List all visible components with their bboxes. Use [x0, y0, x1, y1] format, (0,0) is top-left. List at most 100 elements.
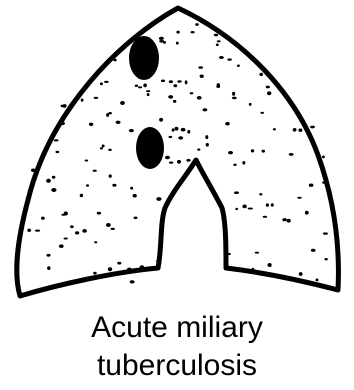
miliary-dot — [197, 96, 202, 100]
miliary-dot — [268, 263, 272, 267]
miliary-dot — [169, 136, 173, 138]
miliary-dot — [102, 145, 105, 148]
cavity-lesion-upper — [129, 36, 159, 80]
miliary-dot — [266, 203, 269, 206]
miliary-dot — [177, 160, 181, 164]
miliary-dot — [178, 136, 183, 139]
miliary-dot — [117, 262, 121, 265]
miliary-dot — [56, 151, 60, 153]
miliary-dot — [310, 126, 315, 129]
miliary-dot — [316, 279, 319, 282]
miliary-dot — [59, 244, 64, 248]
miliary-dot — [161, 80, 165, 83]
miliary-dot — [108, 267, 112, 271]
miliary-dot — [271, 203, 274, 206]
miliary-dot — [195, 23, 199, 26]
miliary-dot — [85, 160, 89, 162]
miliary-dot — [309, 184, 314, 187]
miliary-dot — [94, 241, 97, 243]
miliary-dot — [216, 44, 219, 47]
miliary-dot — [172, 128, 175, 132]
miliary-dot — [176, 31, 179, 34]
caption-line-1: Acute miliary — [0, 311, 354, 345]
miliary-dot — [60, 122, 65, 125]
miliary-dot — [52, 176, 56, 179]
miliary-dot — [298, 129, 302, 132]
miliary-dot — [63, 104, 67, 108]
miliary-dot — [106, 223, 111, 227]
miliary-dot — [120, 101, 125, 105]
miliary-dot — [27, 229, 31, 232]
miliary-dot — [114, 59, 117, 62]
miliary-dot — [54, 139, 59, 141]
miliary-dot — [112, 184, 116, 187]
lung-outline — [17, 8, 339, 296]
miliary-dot — [86, 184, 89, 187]
miliary-dot — [51, 188, 56, 192]
miliary-dot — [242, 161, 245, 165]
miliary-dot — [234, 267, 237, 271]
miliary-dot — [322, 181, 326, 184]
miliary-dot — [130, 187, 133, 190]
miliary-dot — [297, 197, 301, 199]
miliary-dot — [305, 211, 309, 215]
miliary-dot — [129, 129, 134, 132]
miliary-dot — [289, 153, 294, 156]
miliary-dot — [130, 280, 135, 283]
miliary-dot — [232, 92, 235, 96]
miliary-dot — [323, 232, 328, 234]
miliary-dot — [200, 75, 204, 78]
miliary-dot — [135, 85, 138, 87]
miliary-dot — [47, 266, 50, 270]
miliary-dot — [64, 212, 68, 216]
miliary-dot — [214, 34, 218, 37]
miliary-dot — [109, 174, 112, 177]
miliary-dot — [159, 40, 164, 43]
miliary-dot — [46, 254, 50, 257]
miliary-dot — [249, 103, 252, 106]
miliary-dot — [140, 265, 145, 269]
miliary-dot — [216, 86, 220, 88]
miliary-dot — [68, 106, 71, 109]
miliary-dot — [177, 80, 181, 82]
miliary-dot — [259, 73, 263, 76]
miliary-dot — [31, 169, 35, 172]
miliary-dot — [198, 66, 203, 69]
miliary-dot — [138, 86, 142, 88]
miliary-dot — [111, 228, 115, 230]
miliary-dot — [169, 80, 173, 83]
miliary-dot — [127, 268, 132, 271]
miliary-dot — [143, 84, 147, 88]
miliary-dot — [176, 42, 179, 45]
miliary-dot — [227, 253, 230, 255]
miliary-dot — [227, 58, 231, 60]
miliary-dot — [260, 112, 264, 114]
miliary-dot — [217, 40, 221, 42]
miliary-dot — [248, 208, 253, 210]
miliary-dot — [225, 122, 230, 126]
miliary-dot — [235, 208, 238, 210]
miliary-dot — [219, 56, 224, 59]
miliary-dot — [168, 95, 173, 99]
miliary-dot — [242, 205, 246, 209]
miliary-dot — [70, 225, 74, 228]
miliary-dot — [262, 150, 265, 153]
miliary-dot — [159, 118, 163, 122]
miliary-dot — [311, 249, 316, 252]
miliary-dot — [100, 82, 103, 85]
miliary-dots — [27, 23, 328, 283]
miliary-dot — [93, 170, 97, 172]
miliary-dot — [293, 128, 297, 132]
miliary-dot — [106, 275, 109, 278]
miliary-dot — [187, 130, 190, 134]
miliary-dot — [159, 37, 164, 40]
miliary-dot — [108, 149, 112, 151]
miliary-dot — [185, 80, 188, 84]
miliary-dot — [156, 260, 160, 263]
miliary-dot — [100, 147, 103, 149]
miliary-dot — [190, 92, 194, 94]
miliary-dot — [41, 217, 45, 220]
miliary-dot — [232, 97, 237, 100]
miliary-dot — [173, 84, 177, 87]
miliary-dot — [191, 31, 195, 33]
